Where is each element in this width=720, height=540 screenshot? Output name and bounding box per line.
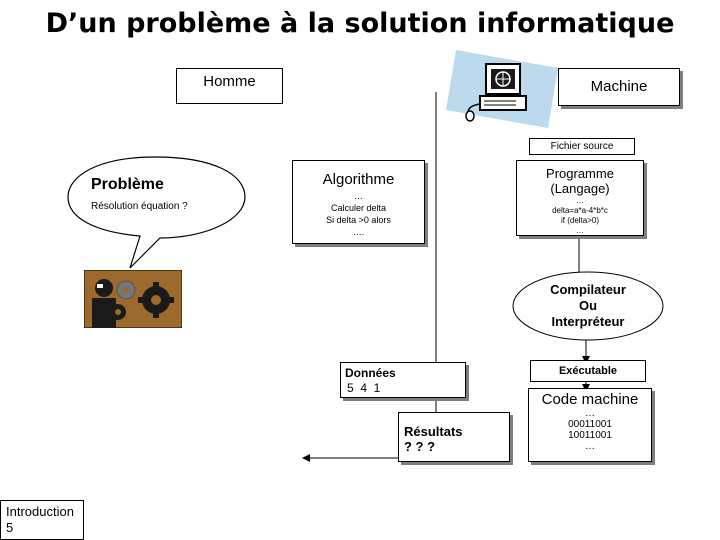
programme-line-3: if (delta>0)	[560, 216, 600, 225]
code-machine-line-2: 00011001	[568, 419, 612, 430]
code-machine-heading: Code machine	[541, 391, 639, 408]
resultats-heading: Résultats	[404, 424, 463, 439]
footer-line-1: Introduction	[6, 504, 74, 519]
compilateur-text: Compilateur Ou Interpréteur	[513, 282, 663, 330]
code-machine-line-4: …	[585, 441, 595, 452]
homme-label: Homme	[203, 73, 256, 90]
donnees-box: Données 5 4 1	[340, 362, 466, 398]
donnees-heading: Données	[345, 366, 396, 380]
algorithme-line-2: Calculer delta	[330, 203, 387, 213]
compilateur-ellipse	[512, 271, 664, 341]
probleme-heading: Problème	[91, 176, 164, 193]
programme-line-4: …	[576, 226, 584, 235]
programme-line-1: …	[576, 196, 584, 205]
code-machine-line-1: …	[585, 408, 595, 419]
compilateur-line-2: Ou	[578, 298, 598, 313]
executable-label: Exécutable	[558, 365, 618, 377]
resultats-values: ? ? ?	[404, 439, 436, 454]
person-gears-icon	[83, 269, 183, 329]
resultats-box: Résultats ? ? ?	[398, 412, 510, 462]
machine-box: Machine	[558, 68, 680, 106]
programme-heading-1: Programme	[546, 166, 614, 181]
compilateur-line-3: Interpréteur	[551, 314, 625, 329]
code-machine-box: Code machine … 00011001 10011001 …	[528, 388, 652, 462]
probleme-text: Résolution équation ?	[91, 201, 188, 212]
algorithme-line-4: ….	[352, 227, 365, 237]
programme-line-2: delta=a*a-4*b*c	[552, 206, 608, 215]
algorithme-box: Algorithme … Calculer delta Si delta >0 …	[292, 160, 425, 244]
homme-box: Homme	[176, 68, 283, 104]
executable-box: Exécutable	[530, 360, 646, 382]
donnees-values: 5 4 1	[347, 381, 381, 395]
programme-box: Programme (Langage) … delta=a*a-4*b*c if…	[516, 160, 644, 236]
algorithme-heading: Algorithme	[322, 171, 395, 188]
algorithme-line-3: Si delta >0 alors	[326, 215, 391, 225]
fichier-source-box: Fichier source	[529, 138, 635, 155]
programme-heading-2: (Langage)	[550, 181, 610, 196]
computer-icon	[446, 50, 558, 128]
footer-box: Introduction 5	[0, 500, 84, 540]
algorithme-line-1: …	[354, 191, 363, 201]
compilateur-line-1: Compilateur	[550, 282, 626, 297]
page-title: D’un problème à la solution informatique	[45, 8, 675, 39]
probleme-bubble	[67, 156, 246, 269]
code-machine-line-3: 10011001	[568, 430, 612, 441]
footer-line-2: 5	[6, 520, 14, 535]
fichier-source-label: Fichier source	[550, 141, 614, 152]
machine-label: Machine	[590, 78, 648, 95]
